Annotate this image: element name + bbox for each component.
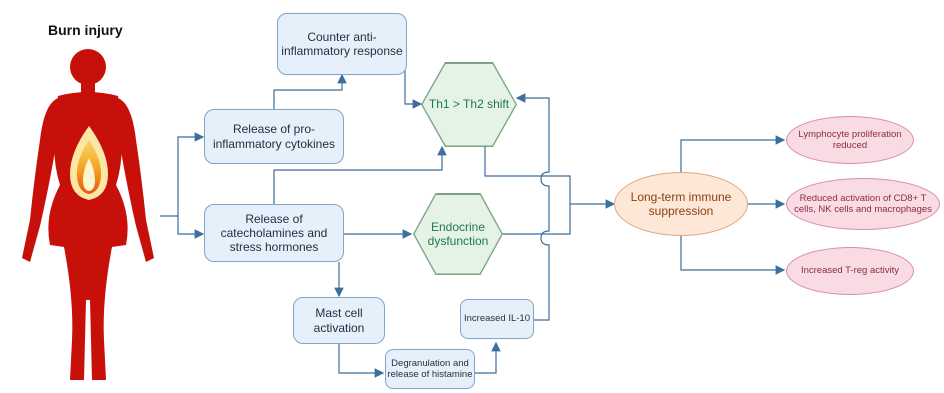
node-increased-il10: Increased IL-10 bbox=[460, 299, 534, 339]
node-th1-th2-shift: Th1 > Th2 shift bbox=[421, 62, 517, 147]
arrow-counter-th bbox=[404, 52, 423, 109]
arrow-proinflam-counter bbox=[273, 73, 347, 109]
arrow-longterm-lympho bbox=[680, 135, 786, 172]
arrow-to-proinflam bbox=[177, 132, 205, 216]
node-mast-cell-activation: Mast cell activation bbox=[293, 297, 385, 344]
node-endocrine-dysfunction: Endocrine dysfunction bbox=[413, 193, 503, 275]
arrow-degran-il10 bbox=[475, 341, 501, 374]
arrow-mast-degran bbox=[338, 344, 385, 378]
arrow-longterm-treg bbox=[680, 236, 786, 275]
node-increased-treg: Increased T-reg activity bbox=[786, 247, 914, 295]
node-endocrine-dysfunction-label: Endocrine dysfunction bbox=[427, 219, 489, 248]
diagram-title: Burn injury bbox=[48, 22, 123, 38]
arrow-catechol-th bbox=[273, 145, 447, 204]
node-counter-response: Counter anti-inflammatory response bbox=[277, 13, 407, 75]
flame-icon bbox=[70, 126, 108, 200]
node-th1-th2-shift-label: Th1 > Th2 shift bbox=[428, 97, 510, 112]
node-catecholamines: Release of catecholamines and stress hor… bbox=[204, 204, 344, 262]
node-reduced-activation: Reduced activation of CD8+ T cells, NK c… bbox=[786, 178, 940, 230]
arrow-endocrine-longterm bbox=[503, 204, 571, 235]
node-degranulation: Degranulation and release of histamine bbox=[385, 349, 475, 389]
node-long-term-immune-suppression: Long-term immune suppression bbox=[614, 172, 748, 236]
node-proinflammatory-cytokines: Release of pro-inflammatory cytokines bbox=[204, 109, 344, 164]
node-lymphocyte-proliferation: Lymphocyte proliferation reduced bbox=[786, 116, 914, 164]
connectors bbox=[160, 52, 786, 378]
arrow-th-longterm bbox=[484, 145, 616, 209]
arrow-il10-th bbox=[515, 93, 550, 321]
arrow-to-catechol bbox=[177, 216, 205, 239]
burned-human-figure-icon bbox=[22, 49, 154, 380]
